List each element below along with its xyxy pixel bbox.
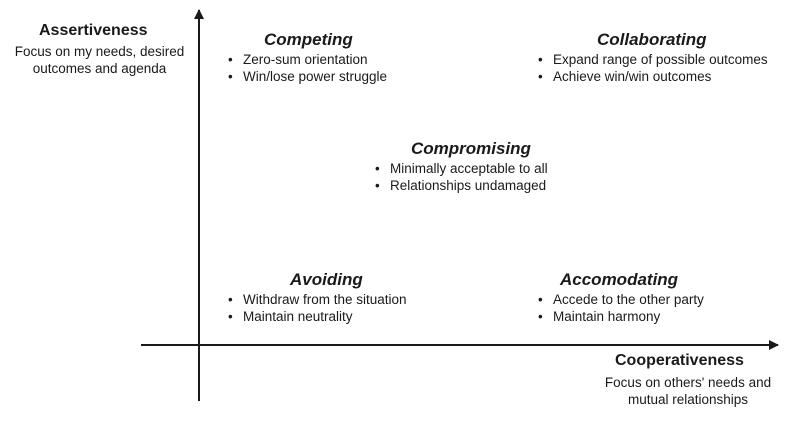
quadrant-title: Collaborating (597, 30, 707, 49)
bullet-list: Minimally acceptable to all Relationship… (373, 160, 548, 194)
x-axis-title: Cooperativeness (615, 352, 744, 369)
y-axis-description: Focus on my needs, desired outcomes and … (3, 43, 196, 77)
x-axis-description: Focus on others' needs and mutual relati… (593, 374, 783, 408)
list-item: Maintain neutrality (226, 308, 407, 325)
list-item: Minimally acceptable to all (373, 160, 548, 177)
list-item: Zero-sum orientation (226, 51, 387, 68)
bullet-list: Withdraw from the situation Maintain neu… (226, 291, 407, 325)
list-item: Withdraw from the situation (226, 291, 407, 308)
bullet-list: Accede to the other party Maintain harmo… (536, 291, 704, 325)
list-item: Win/lose power struggle (226, 68, 387, 85)
y-axis-description-line: outcomes and agenda (32, 61, 167, 76)
x-axis-description-line: Focus on others' needs and (604, 375, 772, 390)
bullet-list: Expand range of possible outcomes Achiev… (536, 51, 768, 85)
list-item: Achieve win/win outcomes (536, 68, 768, 85)
quadrant-title: Competing (264, 30, 353, 49)
x-axis-description-line: mutual relationships (627, 392, 749, 407)
y-axis-title: Assertiveness (39, 22, 148, 39)
y-axis-description-line: Focus on my needs, desired (14, 44, 185, 59)
list-item: Relationships undamaged (373, 177, 548, 194)
bullet-list: Zero-sum orientation Win/lose power stru… (226, 51, 387, 85)
list-item: Accede to the other party (536, 291, 704, 308)
list-item: Maintain harmony (536, 308, 704, 325)
list-item: Expand range of possible outcomes (536, 51, 768, 68)
quadrant-title: Accomodating (560, 270, 679, 289)
quadrant-title: Avoiding (290, 270, 363, 289)
quadrant-title: Compromising (411, 139, 531, 158)
